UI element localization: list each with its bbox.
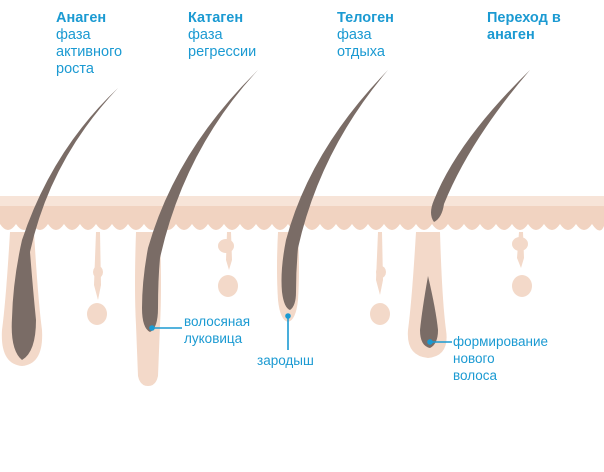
label-germ-text: зародыш bbox=[257, 353, 314, 368]
label-new-hair: формирование нового волоса bbox=[453, 333, 548, 384]
hair-transition-old bbox=[431, 70, 530, 222]
label-hair-bulb-line-2: луковица bbox=[184, 331, 243, 346]
gland-2-lobe bbox=[218, 275, 238, 297]
label-hair-bulb: волосяная луковица bbox=[184, 313, 250, 347]
hair-telogen bbox=[281, 70, 388, 310]
phase-telogen-desc-2: отдыха bbox=[337, 44, 385, 60]
follicle-anagen bbox=[1, 88, 118, 366]
callout-lines bbox=[149, 313, 452, 350]
callout-dot-germ bbox=[285, 313, 291, 319]
phase-telogen: Телоген фаза отдыха bbox=[337, 10, 394, 61]
gland-3 bbox=[376, 232, 383, 295]
hair-transition-new bbox=[420, 276, 438, 348]
follicle-telogen bbox=[277, 70, 388, 322]
phase-anagen-title: Анаген bbox=[56, 10, 107, 26]
gland-1 bbox=[94, 232, 101, 300]
label-new-hair-line-3: волоса bbox=[453, 368, 498, 383]
label-hair-bulb-line-1: волосяная bbox=[184, 314, 251, 329]
phase-anagen: Анаген фаза активного роста bbox=[56, 10, 122, 78]
phase-anagen-desc-2: активного bbox=[56, 44, 123, 60]
hair-catagen bbox=[142, 70, 258, 332]
gland-1-lobe bbox=[87, 303, 107, 325]
phase-anagen-desc-1: фаза bbox=[56, 27, 91, 43]
phase-catagen: Катаген фаза регрессии bbox=[188, 10, 256, 61]
phase-transition-title: Переход в bbox=[487, 10, 561, 26]
label-new-hair-line-2: нового bbox=[453, 351, 495, 366]
callout-dot-new-hair bbox=[427, 339, 433, 345]
phase-transition-title-2: анаген bbox=[487, 27, 535, 43]
phase-telogen-title: Телоген bbox=[337, 10, 394, 26]
follicle-catagen bbox=[135, 70, 258, 386]
phase-transition: Переход в анаген bbox=[487, 10, 561, 44]
phase-catagen-desc-2: регрессии bbox=[188, 44, 257, 60]
phase-catagen-desc-1: фаза bbox=[188, 27, 223, 43]
sebaceous-glands bbox=[87, 232, 532, 325]
follicle-transition bbox=[407, 70, 530, 358]
phase-anagen-desc-3: роста bbox=[56, 61, 94, 77]
phase-telogen-desc-1: фаза bbox=[337, 27, 372, 43]
gland-2-bulb bbox=[218, 239, 234, 253]
gland-1-bulb bbox=[93, 266, 103, 278]
gland-3-bulb bbox=[376, 266, 386, 278]
gland-4-bulb bbox=[512, 237, 528, 251]
skin-scalloped-edge bbox=[0, 224, 604, 231]
label-germ: зародыш bbox=[257, 352, 314, 369]
phase-catagen-title: Катаген bbox=[188, 10, 244, 26]
callout-dot-bulb bbox=[149, 325, 155, 331]
gland-3-lobe bbox=[370, 303, 390, 325]
hair-anagen bbox=[11, 88, 118, 360]
label-new-hair-line-1: формирование bbox=[453, 334, 548, 349]
gland-4-lobe bbox=[512, 275, 532, 297]
